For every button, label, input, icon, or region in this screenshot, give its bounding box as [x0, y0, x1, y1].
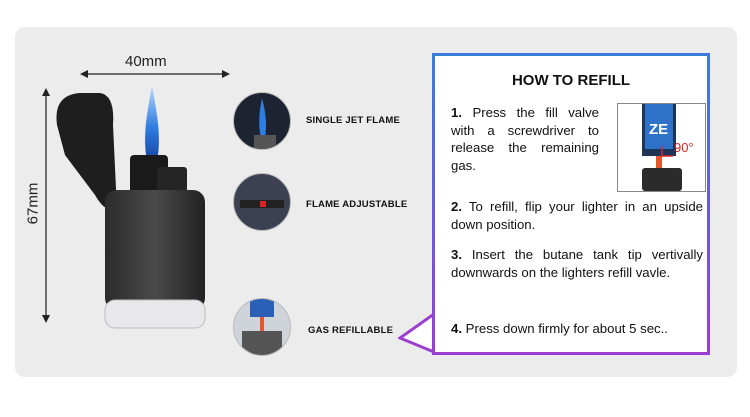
- jet-flame-bubble: [233, 92, 291, 150]
- refill-step-1: 1. Press the fill valve with a screwdriv…: [451, 105, 599, 173]
- refill-box-pointer: [398, 312, 435, 354]
- gas-refillable-bubble: [233, 298, 291, 356]
- flame-adjustable-bubble: [233, 173, 291, 231]
- refill-step-4: 4. Press down firmly for about 5 sec..: [451, 321, 668, 336]
- lighter-illustration: [56, 85, 206, 329]
- thumb-angle-label: 90°: [674, 140, 694, 155]
- refill-step-2: 2. To refill, flip your lighter in an up…: [451, 199, 703, 232]
- callout-single-jet-flame: SINGLE JET FLAME: [306, 115, 400, 126]
- callout-gas-refillable: GAS REFILLABLE: [308, 325, 394, 336]
- refill-step-3: 3. Insert the butane tank tip vertivally…: [451, 247, 703, 280]
- callout-flame-adjustable: FLAME ADJUSTABLE: [306, 199, 408, 210]
- how-to-refill-box: HOW TO REFILL 1. Press the fill valve wi…: [432, 53, 710, 355]
- height-dimension-arrow: [42, 88, 50, 323]
- width-label: 40mm: [125, 53, 167, 70]
- width-dimension-arrow: [80, 70, 230, 78]
- height-label: 67mm: [24, 182, 42, 225]
- refill-thumbnail: ZE 90°: [617, 103, 706, 192]
- thumb-tank-text: ZE: [649, 121, 668, 138]
- refill-title: HOW TO REFILL: [511, 72, 631, 89]
